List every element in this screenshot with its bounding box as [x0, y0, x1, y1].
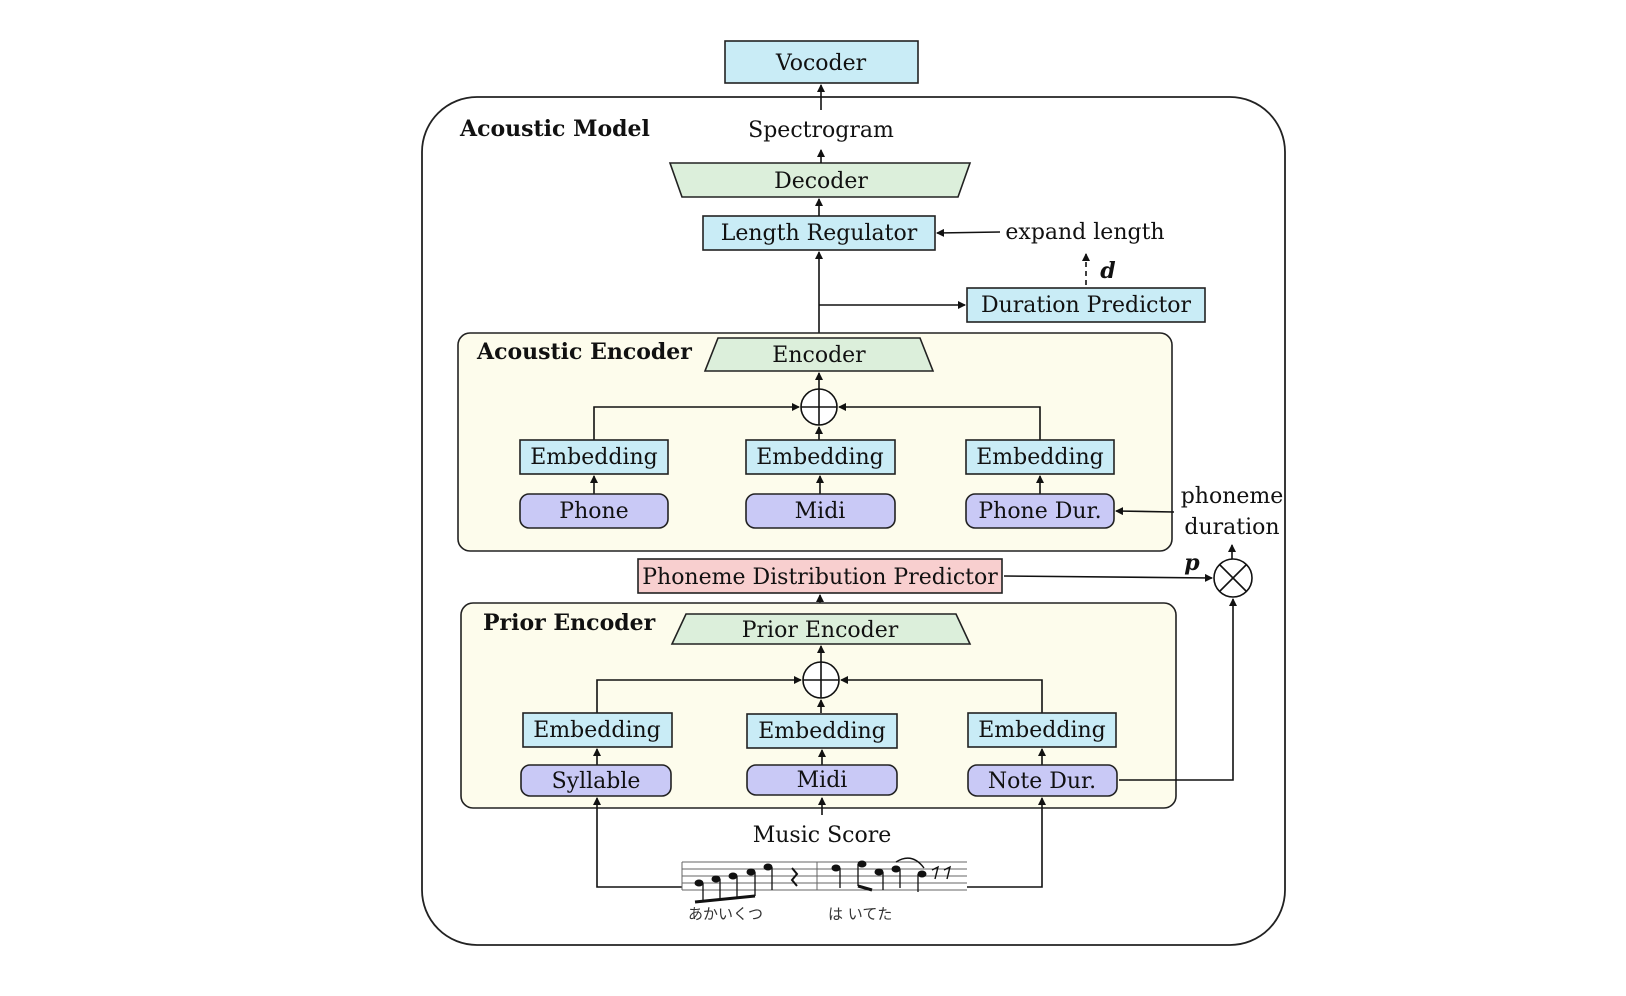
prior-embedding-label-0: Embedding	[533, 718, 660, 743]
input-note-dur-label: Note Dur.	[988, 769, 1096, 794]
music-score-label: Music Score	[753, 823, 892, 848]
decoder-box	[668, 162, 972, 198]
arrow-score-to-syllable	[593, 797, 682, 888]
phoneme-duration-line2: duration	[1184, 515, 1279, 540]
input-phone	[519, 493, 669, 529]
length-regulator-label: Length Regulator	[721, 221, 918, 246]
input-midi-prior	[746, 764, 898, 796]
lyrics-left: あかいくつ	[688, 905, 763, 923]
prior-embedding-label-1: Embedding	[758, 719, 885, 744]
encoder-box	[703, 337, 935, 372]
prior-embedding-note-dur	[967, 712, 1117, 748]
prior-embedding-midi	[746, 713, 898, 749]
input-midi-acoustic-label: Midi	[795, 499, 846, 524]
input-note-dur	[967, 764, 1118, 797]
phoneme-distribution-predictor-box	[637, 558, 1003, 594]
acoustic-embedding-label-1: Embedding	[756, 445, 883, 470]
input-syllable-label: Syllable	[552, 769, 641, 794]
d-symbol: d	[1100, 258, 1115, 284]
prior-embedding-label-2: Embedding	[978, 718, 1105, 743]
arrow-pdp-to-mult	[1003, 573, 1213, 582]
prior-encoder-title: Prior Encoder	[483, 610, 656, 636]
spectrogram-label: Spectrogram	[748, 118, 894, 143]
input-midi-prior-label: Midi	[797, 768, 848, 793]
acoustic-model-container	[421, 96, 1286, 946]
phoneme-duration-line1: phoneme	[1181, 484, 1284, 509]
encoder-label: Encoder	[772, 343, 866, 368]
input-phone-label: Phone	[559, 499, 628, 524]
prior-encoder-label: Prior Encoder	[742, 618, 899, 643]
acoustic-embedding-midi	[745, 439, 896, 475]
prior-encoder-box	[670, 613, 972, 645]
arrow-phoneme-duration-to-phonedur	[1115, 507, 1175, 516]
arrow-notedur-to-mult	[1119, 598, 1237, 781]
input-syllable	[520, 764, 672, 797]
line-prior-emb3-to-sum	[840, 676, 1043, 713]
input-phone-dur	[965, 493, 1115, 529]
line-emb1-to-sum	[593, 403, 800, 440]
duration-predictor-box	[966, 287, 1206, 323]
multiply-x2	[1219, 564, 1247, 592]
line-emb3-to-sum	[838, 403, 1041, 440]
acoustic-embedding-label-0: Embedding	[530, 445, 657, 470]
prior-embedding-syllable	[522, 712, 673, 748]
acoustic-embedding-phone-dur	[965, 439, 1115, 475]
input-phone-dur-label: Phone Dur.	[978, 499, 1101, 524]
acoustic-embedding-label-2: Embedding	[976, 445, 1103, 470]
line-prior-emb1-to-sum	[596, 676, 802, 713]
arrow-score-to-notedur	[967, 797, 1046, 888]
music-staff-image	[681, 857, 967, 904]
expand-length-label: expand length	[1005, 220, 1164, 245]
lyrics-right: は いてた	[828, 905, 892, 923]
arrow-expand-length	[936, 228, 1001, 237]
acoustic-encoder-title: Acoustic Encoder	[476, 339, 692, 365]
length-regulator-box	[702, 215, 936, 251]
acoustic-embedding-phone	[519, 439, 669, 475]
p-symbol: p	[1184, 550, 1200, 576]
input-midi-acoustic	[745, 493, 896, 529]
vocoder-box	[724, 40, 919, 84]
acoustic-model-title: Acoustic Model	[459, 116, 650, 142]
vocoder-label: Vocoder	[775, 51, 867, 76]
duration-predictor-label: Duration Predictor	[981, 293, 1192, 318]
decoder-label: Decoder	[774, 169, 868, 194]
phoneme-distribution-predictor-label: Phoneme Distribution Predictor	[642, 565, 998, 590]
